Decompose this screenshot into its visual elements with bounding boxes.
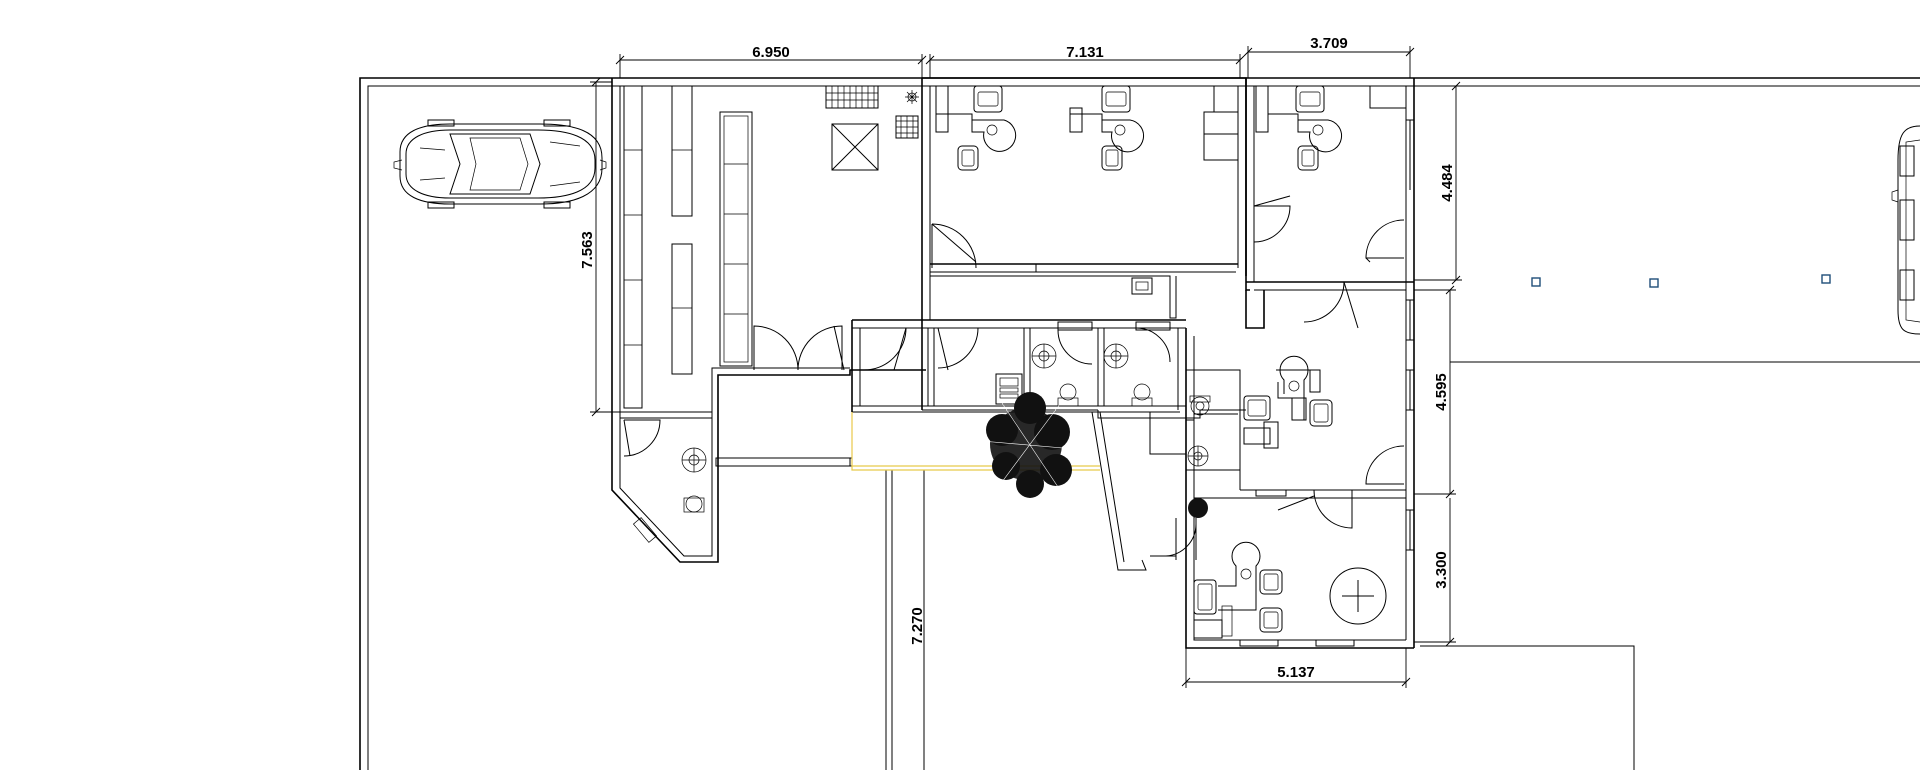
wc-fixtures xyxy=(995,343,1153,407)
sink-icon xyxy=(1131,277,1153,295)
middle-office-walls xyxy=(921,77,1247,419)
dimension-top-left: 6.950 xyxy=(615,44,927,78)
storage-doors xyxy=(623,325,845,543)
dimension-label: 7.270 xyxy=(909,607,926,645)
wc-doors xyxy=(863,321,1171,371)
storage-fixtures xyxy=(825,85,919,171)
wc-row-walls xyxy=(851,319,1187,413)
dimension-right-top: 4.484 xyxy=(1414,81,1462,285)
dimension-label: 7.563 xyxy=(579,231,596,269)
right-block-walls xyxy=(1185,78,1415,649)
tree-icon xyxy=(969,392,1087,498)
right-office-mid-desk xyxy=(1243,355,1333,449)
dimension-corridor-vertical: 7.270 xyxy=(909,607,926,645)
shelving xyxy=(623,85,753,409)
dimension-right-bottom: 3.300 xyxy=(1414,498,1456,647)
site-boundary xyxy=(359,77,1920,770)
middle-office-door xyxy=(931,223,977,269)
first-aid-cross-icon xyxy=(1329,567,1387,625)
dimension-label: 3.300 xyxy=(1433,551,1450,589)
desk-workstation-1 xyxy=(935,85,1017,171)
right-office-top-desk xyxy=(1255,85,1407,171)
dimension-label: 6.950 xyxy=(752,44,790,61)
corridor xyxy=(718,411,1186,571)
dimension-left-vertical: 7.563 xyxy=(579,77,620,417)
right-office-bottom-desk xyxy=(1193,541,1283,639)
dimension-right-mid: 4.595 xyxy=(1414,285,1456,499)
right-office-doors xyxy=(1150,195,1405,560)
dimension-label: 7.131 xyxy=(1066,44,1104,61)
survey-markers xyxy=(1531,274,1831,288)
dimension-label: 4.595 xyxy=(1433,373,1450,411)
dimension-label: 4.484 xyxy=(1439,164,1456,202)
desk-workstation-2 xyxy=(1069,85,1145,171)
dimension-top-mid: 7.131 xyxy=(925,44,1245,78)
right-wc-fixtures xyxy=(1187,395,1211,518)
cabinets xyxy=(1203,85,1239,161)
dimension-bottom: 5.137 xyxy=(1181,648,1411,688)
dimension-label: 3.709 xyxy=(1310,35,1348,52)
car-icon-right xyxy=(1891,125,1920,335)
car-icon xyxy=(393,119,607,209)
dimension-top-right: 3.709 xyxy=(1243,35,1415,78)
dimension-label: 5.137 xyxy=(1277,664,1315,681)
